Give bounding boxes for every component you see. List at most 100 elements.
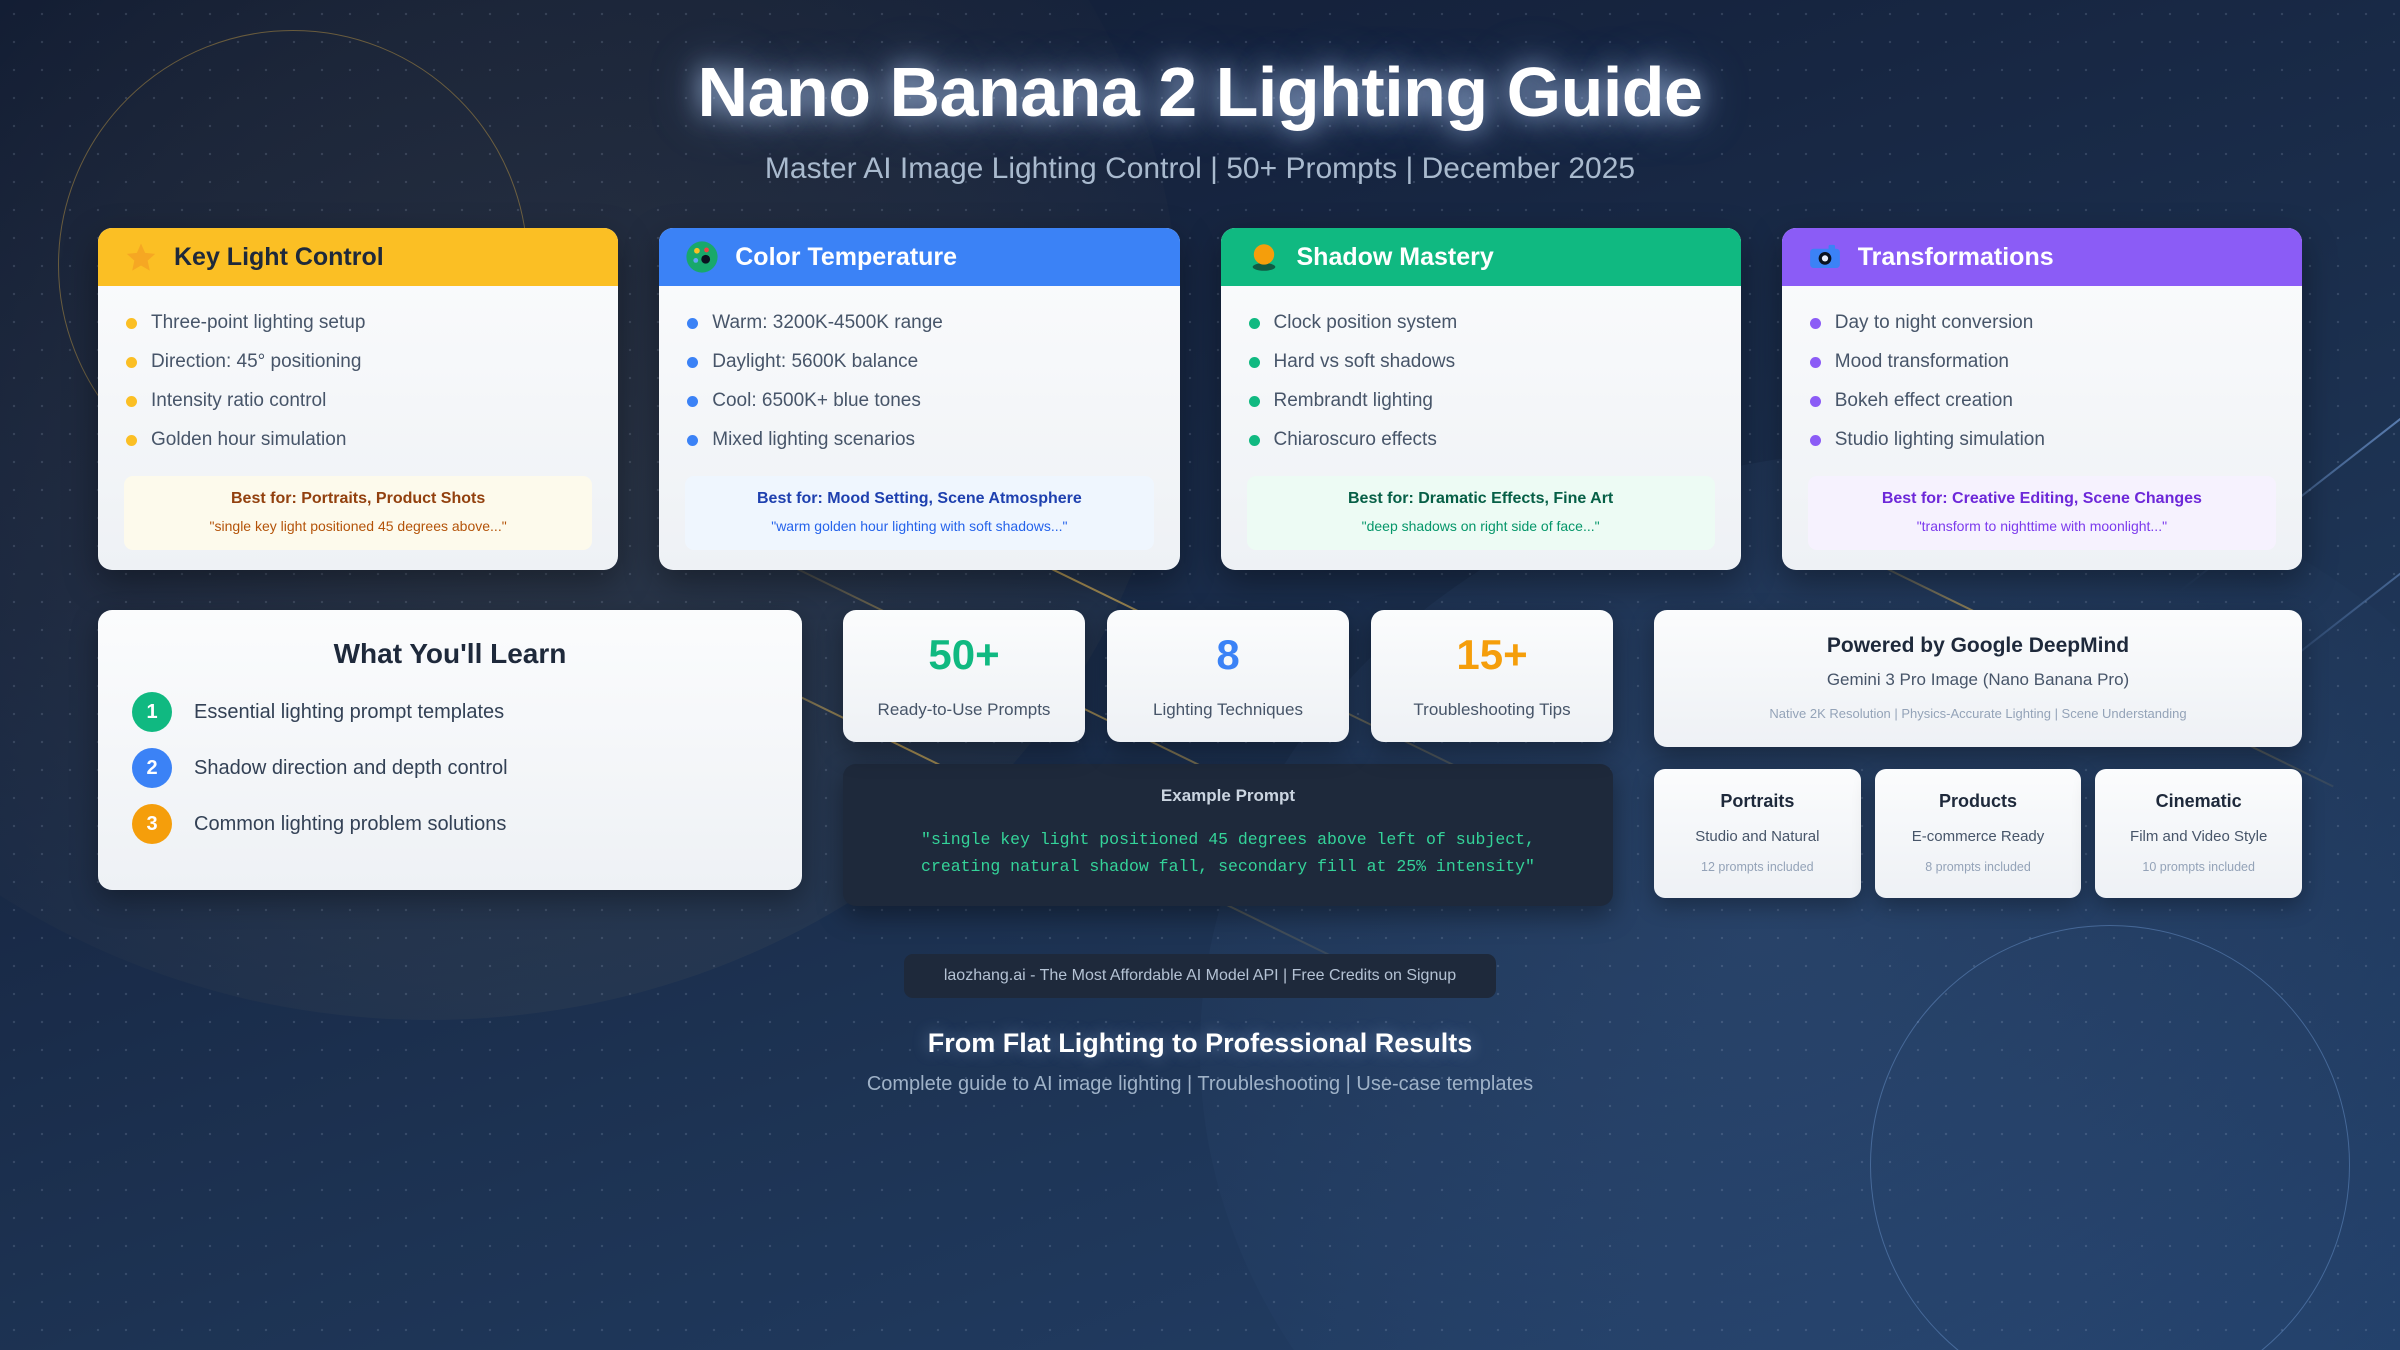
best-for-box: Best for: Mood Setting, Scene Atmosphere… <box>685 476 1154 550</box>
bullet-icon <box>1248 317 1260 329</box>
feature-card-title: Color Temperature <box>735 242 958 271</box>
usecase-count: 12 prompts included <box>1701 860 1814 874</box>
learn-title: What You'll Learn <box>333 638 567 669</box>
best-for-title: Best for: Dramatic Effects, Fine Art <box>1348 490 1614 507</box>
feature-item-label: Bokeh effect creation <box>1834 390 2013 411</box>
powered-by-title: Powered by Google DeepMind <box>1826 634 2130 657</box>
feature-item: Three-point lighting setup <box>126 310 590 336</box>
feature-item-label: Golden hour simulation <box>151 429 347 450</box>
feature-item: Clock position system <box>1248 310 1713 336</box>
feature-card-header: Color Temperature <box>659 228 1180 286</box>
powered-by-model: Gemini 3 Pro Image (Nano Banana Pro) <box>1826 670 2130 689</box>
best-for-title: Best for: Portraits, Product Shots <box>231 490 486 507</box>
bullet-icon <box>126 395 137 407</box>
example-prompt-line-1: "single key light positioned 45 degrees … <box>921 830 1535 849</box>
usecase-subtitle: Film and Video Style <box>2130 828 2268 845</box>
feature-item-label: Daylight: 5600K balance <box>712 351 919 372</box>
usecase-title: Portraits <box>1720 791 1795 811</box>
example-prompt-line-2: creating natural shadow fall, secondary … <box>921 857 1535 877</box>
feature-card-header: Shadow Mastery <box>1220 228 1741 286</box>
feature-item: Warm: 3200K-4500K range <box>687 310 1151 336</box>
stat-value: 15+ <box>1456 631 1528 678</box>
feature-item-label: Clock position system <box>1273 312 1458 333</box>
usecase-count: 10 prompts included <box>2142 860 2255 874</box>
best-for-example: "warm golden hour lighting with soft sha… <box>771 518 1068 534</box>
page-title: Nano Banana 2 Lighting Guide <box>697 53 1703 131</box>
learn-item-label: Common lighting problem solutions <box>194 812 507 835</box>
feature-item: Golden hour simulation <box>126 427 590 453</box>
bullet-icon <box>1809 434 1821 446</box>
feature-card-header: Key Light Control <box>98 228 619 286</box>
page-footer: laozhang.ai - The Most Affordable AI Mod… <box>0 954 2400 1096</box>
bullet-icon <box>1809 317 1821 329</box>
feature-item-label: Hard vs soft shadows <box>1273 351 1456 372</box>
feature-item-label: Rembrandt lighting <box>1273 390 1433 411</box>
bullet-icon <box>687 434 699 446</box>
learn-step-number: 1 <box>132 692 172 732</box>
feature-card-title: Key Light Control <box>174 242 384 271</box>
palette-icon <box>685 240 719 274</box>
footer-heading: From Flat Lighting to Professional Resul… <box>927 1028 1473 1059</box>
right-column: Powered by Google DeepMind Gemini 3 Pro … <box>1654 610 2303 898</box>
feature-item-label: Three-point lighting setup <box>151 312 366 333</box>
stat-label: Troubleshooting Tips <box>1413 700 1571 719</box>
stat-value: 50+ <box>928 631 1000 678</box>
feature-item: Mood transformation <box>1809 349 2274 375</box>
stat-label: Lighting Techniques <box>1153 700 1303 719</box>
feature-item: Mixed lighting scenarios <box>687 427 1151 453</box>
bullet-icon <box>1248 356 1260 368</box>
feature-item: Day to night conversion <box>1809 310 2274 336</box>
bullet-icon <box>687 317 699 329</box>
bullet-icon <box>126 356 137 368</box>
camera-icon <box>1808 240 1842 274</box>
powered-by-panel: Powered by Google DeepMind Gemini 3 Pro … <box>1654 610 2302 747</box>
stat-label: Ready-to-Use Prompts <box>877 700 1051 719</box>
feature-item-label: Studio lighting simulation <box>1834 429 2045 450</box>
example-prompt-box: Example Prompt "single key light positio… <box>843 764 1613 907</box>
footer-subtext: Complete guide to AI image lighting | Tr… <box>866 1073 1534 1096</box>
feature-item-label: Warm: 3200K-4500K range <box>712 312 943 333</box>
bullet-icon <box>687 356 699 368</box>
example-prompt-title: Example Prompt <box>1160 786 1296 805</box>
page-subtitle: Master AI Image Lighting Control | 50+ P… <box>764 152 1636 185</box>
feature-item: Intensity ratio control <box>126 388 590 414</box>
bullet-icon <box>1809 356 1821 368</box>
usecase-title: Products <box>1939 791 2018 811</box>
feature-item-label: Cool: 6500K+ blue tones <box>712 390 921 411</box>
powered-by-features: Native 2K Resolution | Physics-Accurate … <box>1769 706 2187 721</box>
feature-item-label: Mood transformation <box>1834 351 2009 372</box>
learn-step-number: 2 <box>132 748 172 788</box>
feature-item-label: Day to night conversion <box>1834 312 2034 333</box>
feature-item-label: Chiaroscuro effects <box>1273 429 1437 450</box>
feature-item: Daylight: 5600K balance <box>687 349 1151 375</box>
feature-card-title: Shadow Mastery <box>1296 242 1494 271</box>
stat-card: 15+ Troubleshooting Tips <box>1371 610 1613 742</box>
sponsor-badge[interactable]: laozhang.ai - The Most Affordable AI Mod… <box>903 954 1497 999</box>
usecase-subtitle: Studio and Natural <box>1695 828 1820 845</box>
feature-item: Direction: 45° positioning <box>126 349 590 375</box>
bullet-icon <box>687 395 699 407</box>
feature-card-header: Transformations <box>1781 228 2302 286</box>
feature-item-label: Intensity ratio control <box>151 390 327 411</box>
